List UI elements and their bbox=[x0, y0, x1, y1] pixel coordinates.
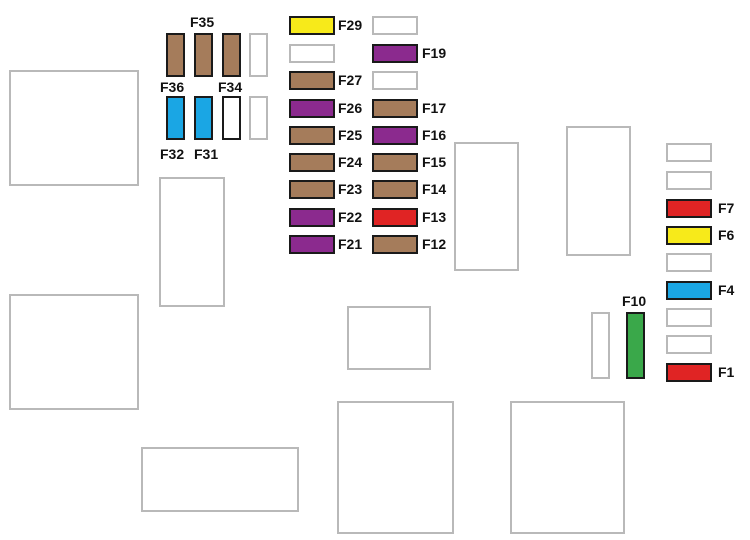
fuse-f15 bbox=[372, 153, 418, 172]
label-f36: F36 bbox=[160, 79, 184, 95]
fuse-f4 bbox=[666, 281, 712, 300]
relay-block-mid-center bbox=[454, 142, 519, 271]
spare-slot bbox=[591, 312, 610, 379]
label-f29: F29 bbox=[338, 17, 362, 33]
relay-block-center bbox=[347, 306, 431, 370]
relay-block-left-bottom bbox=[9, 294, 139, 410]
label-f6: F6 bbox=[718, 227, 735, 243]
fuse-f34-slot bbox=[222, 96, 241, 140]
label-f21: F21 bbox=[338, 236, 362, 252]
relay-block-bottom-center bbox=[337, 401, 454, 534]
spare-slot bbox=[666, 335, 712, 354]
fuse-f31 bbox=[194, 96, 213, 140]
fuse-f6 bbox=[666, 226, 712, 245]
fuse-f19 bbox=[372, 44, 418, 63]
fuse-f16 bbox=[372, 126, 418, 145]
label-f22: F22 bbox=[338, 209, 362, 225]
label-f26: F26 bbox=[338, 100, 362, 116]
label-f14: F14 bbox=[422, 181, 446, 197]
fuse-f26 bbox=[289, 99, 335, 118]
relay-block-bottom-left bbox=[141, 447, 299, 512]
label-f34: F34 bbox=[218, 79, 242, 95]
fuse-f14 bbox=[372, 180, 418, 199]
fuse-f1 bbox=[666, 363, 712, 382]
fuse-f12 bbox=[372, 235, 418, 254]
fuse-f23 bbox=[289, 180, 335, 199]
label-f15: F15 bbox=[422, 154, 446, 170]
label-f24: F24 bbox=[338, 154, 362, 170]
fuse-f27 bbox=[289, 71, 335, 90]
fuse-f32 bbox=[166, 96, 185, 140]
label-f12: F12 bbox=[422, 236, 446, 252]
label-f4: F4 bbox=[718, 282, 735, 298]
label-f32: F32 bbox=[160, 146, 184, 162]
spare-slot bbox=[666, 143, 712, 162]
fuse-f22 bbox=[289, 208, 335, 227]
label-f31: F31 bbox=[194, 146, 218, 162]
spare-slot bbox=[249, 33, 268, 77]
spare-slot bbox=[289, 44, 335, 63]
label-f10: F10 bbox=[622, 293, 646, 309]
label-f17: F17 bbox=[422, 100, 446, 116]
relay-block-left-mid bbox=[159, 177, 225, 307]
fuse-f7 bbox=[666, 199, 712, 218]
spare-slot bbox=[666, 253, 712, 272]
label-f13: F13 bbox=[422, 209, 446, 225]
fuse-f21 bbox=[289, 235, 335, 254]
spare-slot bbox=[666, 171, 712, 190]
spare-slot bbox=[249, 96, 268, 140]
label-f7: F7 bbox=[718, 200, 735, 216]
fuse-f17 bbox=[372, 99, 418, 118]
spare-slot bbox=[666, 308, 712, 327]
relay-block-bottom-right bbox=[510, 401, 625, 534]
label-f35: F35 bbox=[190, 14, 214, 30]
fuse-f35 bbox=[194, 33, 213, 77]
fuse-f25 bbox=[289, 126, 335, 145]
label-f1: F1 bbox=[718, 364, 735, 380]
fuse-f10 bbox=[626, 312, 645, 379]
label-f19: F19 bbox=[422, 45, 446, 61]
relay-block-mid-right bbox=[566, 126, 631, 256]
fuse-f13 bbox=[372, 208, 418, 227]
spare-slot bbox=[372, 71, 418, 90]
label-f16: F16 bbox=[422, 127, 446, 143]
fuse-f34 bbox=[222, 33, 241, 77]
label-f25: F25 bbox=[338, 127, 362, 143]
spare-slot bbox=[372, 16, 418, 35]
label-f27: F27 bbox=[338, 72, 362, 88]
fuse-f24 bbox=[289, 153, 335, 172]
fuse-f29 bbox=[289, 16, 335, 35]
fuse-f36 bbox=[166, 33, 185, 77]
label-f23: F23 bbox=[338, 181, 362, 197]
relay-block-left-top bbox=[9, 70, 139, 186]
